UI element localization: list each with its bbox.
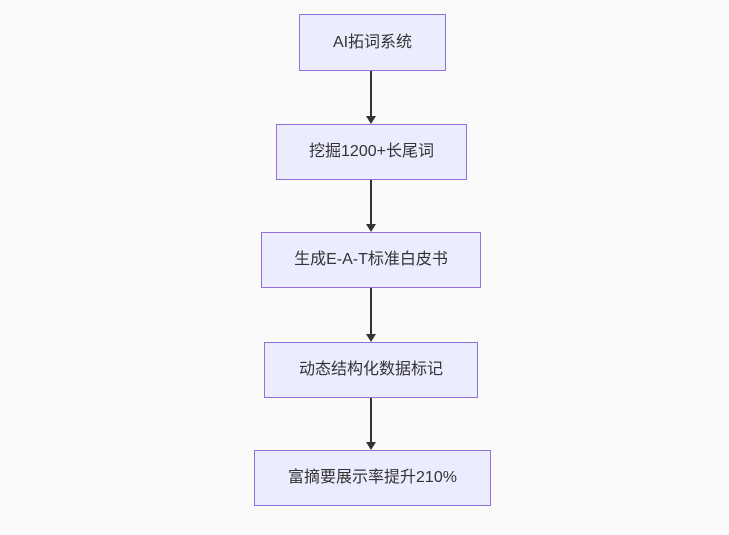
flow-node-label: AI拓词系统 — [332, 33, 413, 51]
flow-node-structured-data-markup: 动态结构化数据标记 — [264, 342, 478, 398]
flow-node-ai-keyword-system: AI拓词系统 — [299, 14, 446, 71]
flow-node-label: 动态结构化数据标记 — [298, 361, 443, 378]
arrow-down-icon — [366, 224, 376, 232]
arrow-line — [370, 71, 372, 117]
flow-node-label: 富摘要展示率提升210% — [288, 469, 457, 486]
flow-node-eat-whitepaper: 生成E-A-T标准白皮书 — [261, 232, 481, 288]
flow-edge-4-5 — [366, 398, 376, 450]
flow-edge-2-3 — [366, 180, 376, 232]
flow-edge-3-4 — [366, 288, 376, 342]
arrow-down-icon — [366, 442, 376, 450]
flow-edge-1-2 — [366, 71, 376, 124]
arrow-line — [370, 180, 372, 225]
flow-node-label: 生成E-A-T标准白皮书 — [294, 251, 448, 268]
flow-node-rich-snippet-result: 富摘要展示率提升210% — [254, 450, 491, 506]
arrow-down-icon — [366, 334, 376, 342]
flow-node-longtail-mining: 挖掘1200+长尾词 — [276, 124, 467, 180]
flow-node-label: 挖掘1200+长尾词 — [309, 143, 434, 160]
arrow-line — [370, 398, 372, 443]
arrow-down-icon — [366, 116, 376, 124]
arrow-line — [370, 288, 372, 335]
